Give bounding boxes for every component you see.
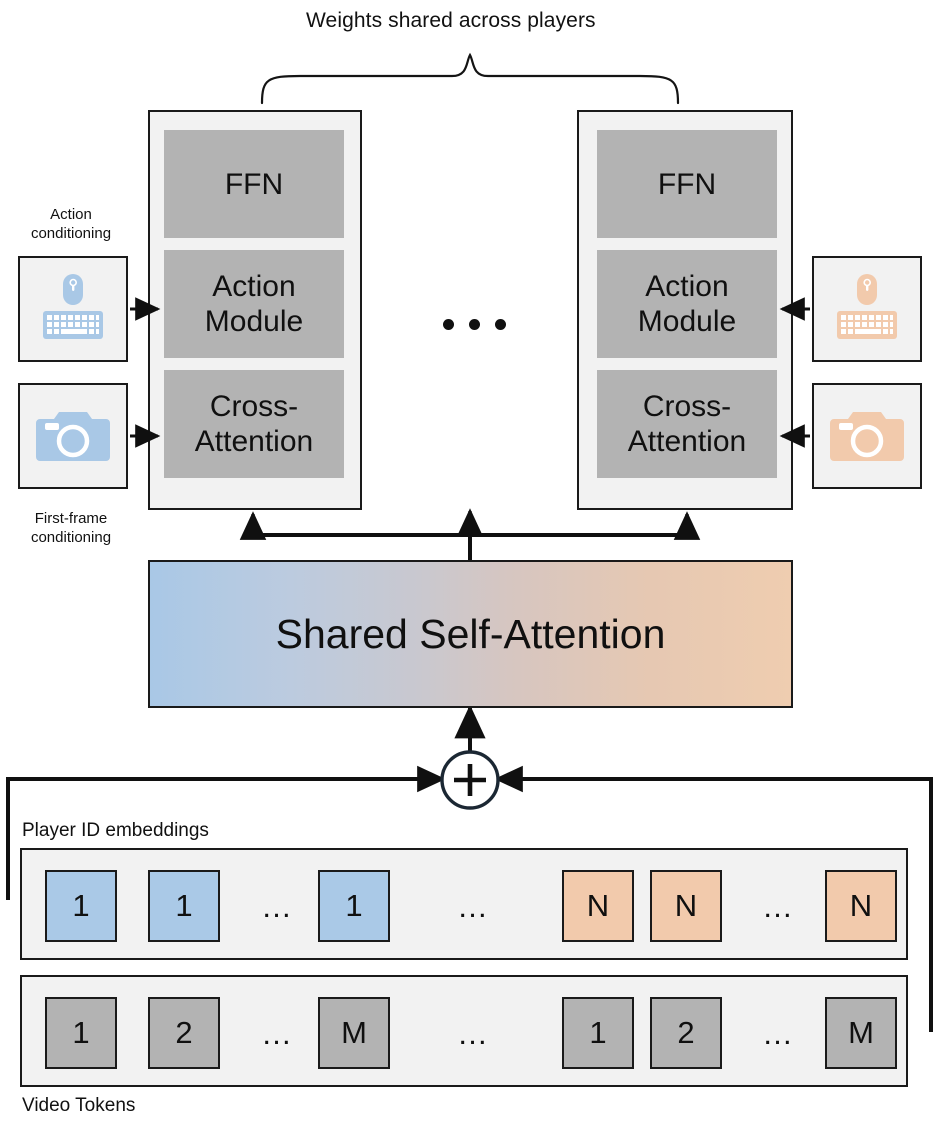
player-id-token[interactable]: 1 bbox=[45, 870, 117, 942]
video-token[interactable]: 2 bbox=[148, 997, 220, 1069]
player-id-ellipsis: … bbox=[442, 887, 506, 927]
first-frame-conditioning-label-line2: conditioning bbox=[30, 529, 112, 546]
video-token-ellipsis: … bbox=[442, 1014, 506, 1054]
block-label-line1: Cross- bbox=[642, 390, 732, 423]
token-text: N bbox=[849, 888, 873, 923]
first-frame-conditioning-label-line1: First-frame bbox=[34, 510, 108, 527]
player-id-token[interactable]: 1 bbox=[318, 870, 390, 942]
action-conditioning-label-line1: Action bbox=[50, 206, 92, 223]
token-text: M bbox=[848, 1015, 874, 1050]
block-label-line1: Action bbox=[212, 270, 296, 303]
shared-weights-brace bbox=[260, 52, 680, 105]
tower-player-1: FFN Action Module Cross- Attention bbox=[148, 110, 362, 510]
block-cross-attention-player-n: Cross- Attention bbox=[597, 370, 777, 478]
first-frame-conditioning-label: First-frame conditioning bbox=[14, 509, 128, 547]
shared-self-attention-label: Shared Self-Attention bbox=[275, 610, 666, 657]
token-text: 1 bbox=[345, 888, 363, 923]
video-token[interactable]: 1 bbox=[45, 997, 117, 1069]
token-text: 2 bbox=[175, 1015, 193, 1050]
token-text: M bbox=[341, 1015, 367, 1050]
tower-ellipsis bbox=[443, 319, 506, 330]
block-label: FFN bbox=[657, 167, 717, 201]
mouse-keyboard-icon bbox=[43, 274, 103, 339]
token-text: 1 bbox=[72, 1015, 90, 1050]
token-text: 1 bbox=[589, 1015, 607, 1050]
block-label: FFN bbox=[224, 167, 284, 201]
camera-icon bbox=[830, 412, 904, 461]
video-token[interactable]: M bbox=[318, 997, 390, 1069]
player-id-token[interactable]: N bbox=[825, 870, 897, 942]
block-label-line1: Cross- bbox=[209, 390, 299, 423]
action-conditioning-label: Action conditioning bbox=[14, 205, 128, 243]
player-id-ellipsis: … bbox=[246, 887, 310, 927]
token-text: … bbox=[457, 1016, 491, 1051]
first-frame-conditioning-box-left[interactable] bbox=[18, 383, 128, 489]
action-conditioning-label-line2: conditioning bbox=[30, 225, 112, 242]
video-tokens-label: Video Tokens bbox=[22, 1095, 136, 1116]
route-videotokens-to-sum bbox=[502, 777, 933, 1032]
tower-player-n: FFN Action Module Cross- Attention bbox=[577, 110, 793, 510]
token-text: … bbox=[261, 889, 295, 924]
player-id-token[interactable]: N bbox=[650, 870, 722, 942]
token-text: … bbox=[457, 889, 491, 924]
player-id-token[interactable]: N bbox=[562, 870, 634, 942]
video-tokens-row: 1 2 … M … 1 2 … M bbox=[20, 975, 908, 1087]
action-conditioning-box-left[interactable] bbox=[18, 256, 128, 362]
token-text: … bbox=[762, 1016, 796, 1051]
token-text: 1 bbox=[72, 888, 90, 923]
block-label-line2: Attention bbox=[627, 425, 747, 458]
player-id-embeddings-row: 1 1 … 1 … N N … N bbox=[20, 848, 908, 960]
video-token-ellipsis: … bbox=[246, 1014, 310, 1054]
mouse-keyboard-icon bbox=[837, 274, 897, 339]
action-conditioning-box-right[interactable] bbox=[812, 256, 922, 362]
block-action-module-player-1: Action Module bbox=[164, 250, 344, 358]
block-ffn-player-1: FFN bbox=[164, 130, 344, 238]
video-token[interactable]: M bbox=[825, 997, 897, 1069]
diagram-title: Weights shared across players bbox=[306, 9, 596, 32]
block-ffn-player-n: FFN bbox=[597, 130, 777, 238]
block-action-module-player-n: Action Module bbox=[597, 250, 777, 358]
video-token[interactable]: 1 bbox=[562, 997, 634, 1069]
player-id-token[interactable]: 1 bbox=[148, 870, 220, 942]
plus-icon bbox=[454, 764, 486, 796]
block-label-line2: Module bbox=[637, 305, 737, 338]
token-text: … bbox=[261, 1016, 295, 1051]
block-label-line1: Action bbox=[645, 270, 729, 303]
token-text: 2 bbox=[677, 1015, 695, 1050]
video-token-ellipsis: … bbox=[747, 1014, 811, 1054]
token-text: N bbox=[674, 888, 698, 923]
route-playerid-to-sum bbox=[6, 777, 438, 900]
first-frame-conditioning-box-right[interactable] bbox=[812, 383, 922, 489]
block-cross-attention-player-1: Cross- Attention bbox=[164, 370, 344, 478]
player-id-embeddings-label: Player ID embeddings bbox=[22, 820, 209, 841]
video-token[interactable]: 2 bbox=[650, 997, 722, 1069]
token-text: … bbox=[762, 889, 796, 924]
block-label-line2: Module bbox=[204, 305, 304, 338]
token-text: N bbox=[586, 888, 610, 923]
token-text: 1 bbox=[175, 888, 193, 923]
player-id-ellipsis: … bbox=[747, 887, 811, 927]
shared-self-attention-block: Shared Self-Attention bbox=[148, 560, 793, 708]
block-label-line2: Attention bbox=[194, 425, 314, 458]
camera-icon bbox=[36, 412, 110, 461]
